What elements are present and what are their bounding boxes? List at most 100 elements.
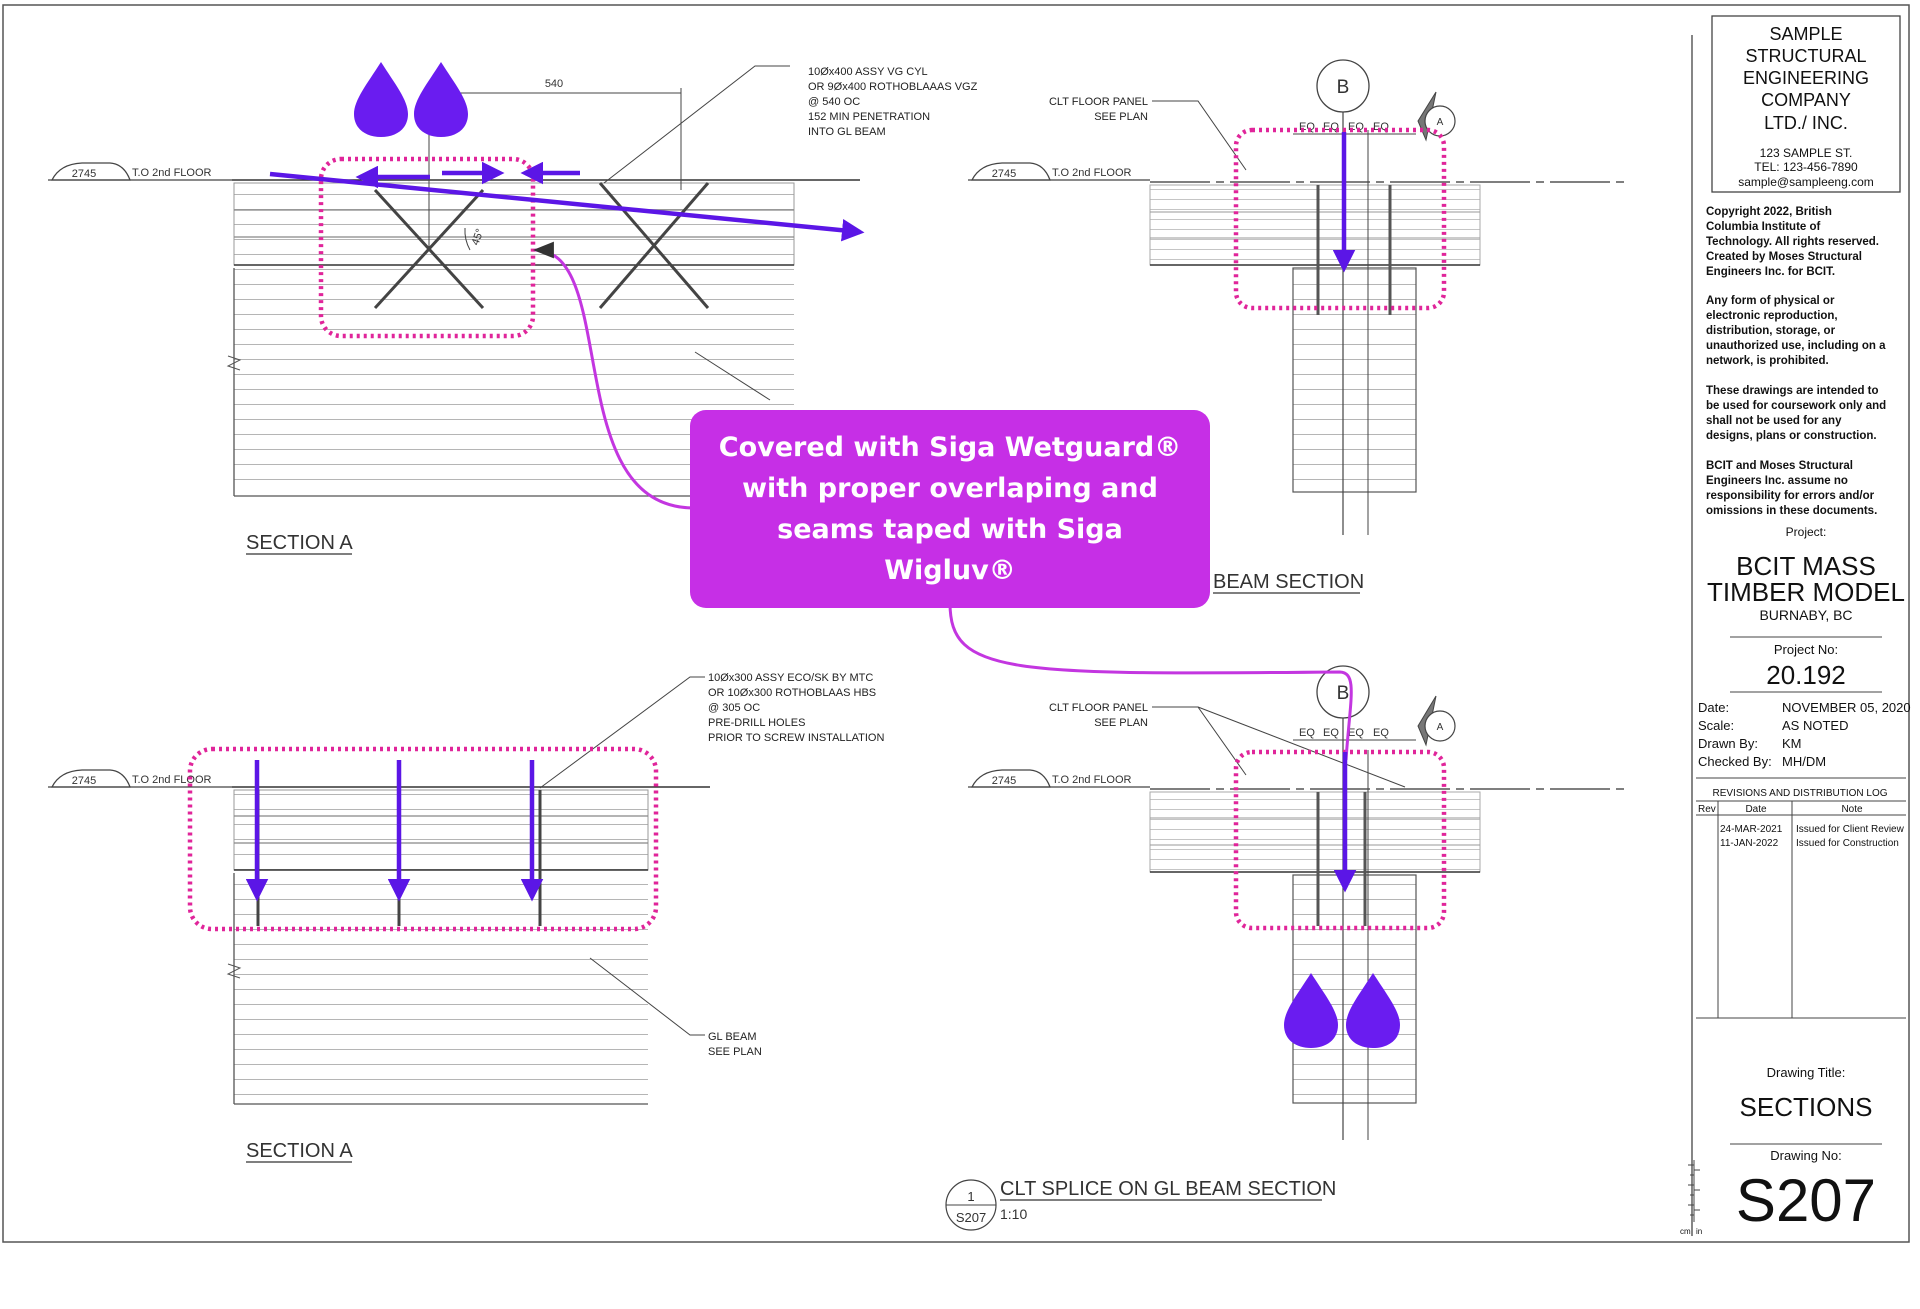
- water-drop-icon: [1346, 973, 1400, 1048]
- clt-note-bottom-2: SEE PLAN: [1094, 717, 1148, 729]
- note-bottom-left-2: OR 10Øx300 ROTHOBLAAS HBS: [708, 687, 876, 699]
- marker-a-top: A: [1437, 117, 1444, 128]
- reproduction-3: distribution, storage, or: [1706, 325, 1836, 337]
- address-line-2: TEL: 123-456-7890: [1754, 160, 1858, 174]
- sheet-border: [2, 4, 1910, 1243]
- meta-date-value: NOVEMBER 05, 2020: [1782, 700, 1911, 715]
- project-location: BURNABY, BC: [1759, 607, 1852, 623]
- eq-2: EQ: [1323, 121, 1339, 133]
- clt-note-bottom-1: CLT FLOOR PANEL: [1049, 702, 1148, 714]
- meta-drawn-label: Drawn By:: [1698, 736, 1758, 751]
- clt-note-top-2: SEE PLAN: [1094, 111, 1148, 123]
- company-line-1: SAMPLE: [1769, 24, 1842, 44]
- project-no: 20.192: [1766, 660, 1846, 690]
- level-label-tr: T.O 2nd FLOOR: [1052, 167, 1132, 179]
- section-bottom-right: 2745 T.O 2nd FLOOR B A EQ EQ EQ EQ CLT F…: [945, 665, 1630, 1231]
- note-top-left-2: OR 9Øx400 ROTHOBLAAAS VGZ: [808, 81, 978, 93]
- note-bottom-left-5: PRIOR TO SCREW INSTALLATION: [708, 732, 884, 744]
- level-value-tr: 2745: [992, 168, 1016, 180]
- note-bottom-left-3: @ 305 OC: [708, 702, 760, 714]
- project-label: Project:: [1786, 525, 1827, 539]
- gl-beam-note-1: GL BEAM: [708, 1031, 757, 1043]
- highlight-boxes: [187, 127, 1447, 932]
- rev-2-date: 11-JAN-2022: [1720, 838, 1779, 849]
- drawing-title: SECTIONS: [1740, 1092, 1873, 1122]
- eq-6: EQ: [1323, 727, 1339, 739]
- level-value: 2745: [72, 168, 96, 180]
- level-label-br: T.O 2nd FLOOR: [1052, 774, 1132, 786]
- level-value-br: 2745: [992, 775, 1016, 787]
- callout-text: Covered with Siga Wetguard® with proper …: [718, 432, 1182, 586]
- direction-arrows: [245, 132, 1357, 902]
- liability-4: omissions in these documents.: [1706, 505, 1877, 517]
- company-line-3: ENGINEERING: [1743, 68, 1869, 88]
- reproduction-4: unauthorized use, including on a: [1706, 340, 1886, 352]
- detail-number: 1: [967, 1189, 974, 1204]
- connector-curve-top: [532, 241, 695, 510]
- meta-scale-label: Scale:: [1698, 718, 1734, 733]
- coursework-3: shall not be used for any: [1706, 415, 1842, 427]
- water-drops: [354, 62, 1400, 1048]
- note-top-left-1: 10Øx400 ASSY VG CYL: [808, 66, 928, 78]
- liability-1: BCIT and Moses Structural: [1706, 460, 1853, 472]
- copyright-4: Created by Moses Structural: [1706, 251, 1862, 263]
- section-a-label-top: SECTION A: [246, 532, 353, 554]
- dimension-540: 540: [545, 78, 563, 90]
- section-top-left: 2745 T.O 2nd FLOOR 45° 540 10Øx400 ASSY …: [48, 65, 978, 555]
- title-block: SAMPLE STRUCTURAL ENGINEERING COMPANY LT…: [1680, 15, 1911, 1236]
- note-top-left-4: 152 MIN PENETRATION: [808, 111, 930, 123]
- meta-drawn-value: KM: [1782, 736, 1802, 751]
- eq-8: EQ: [1373, 727, 1389, 739]
- marker-a-bottom: A: [1437, 722, 1444, 733]
- copyright-3: Technology. All rights reserved.: [1706, 236, 1879, 248]
- drawing-no-label: Drawing No:: [1770, 1148, 1842, 1163]
- detail-sheet: S207: [956, 1210, 986, 1225]
- callout-box: Covered with Siga Wetguard® with proper …: [690, 410, 1210, 608]
- rev-header-note: Note: [1841, 804, 1863, 815]
- company-line-4: COMPANY: [1761, 90, 1851, 110]
- angle-label: 45°: [470, 227, 487, 247]
- coursework-4: designs, plans or construction.: [1706, 430, 1877, 442]
- meta-checked-label: Checked By:: [1698, 754, 1772, 769]
- gl-beam-note-2: SEE PLAN: [708, 1046, 762, 1058]
- address-line-3: sample@sampleeng.com: [1738, 175, 1874, 189]
- section-top-right: 2745 T.O 2nd FLOOR B A EQ EQ EQ EQ CLT F…: [968, 59, 1630, 594]
- section-title-main: CLT SPLICE ON GL BEAM SECTION: [1000, 1178, 1336, 1200]
- water-drop-icon: [354, 62, 408, 137]
- company-line-2: STRUCTURAL: [1745, 46, 1866, 66]
- rev-1-date: 24-MAR-2021: [1720, 824, 1783, 835]
- clt-note-top-1: CLT FLOOR PANEL: [1049, 96, 1148, 108]
- beam-section-label: BEAM SECTION: [1213, 571, 1364, 593]
- level-value-bl: 2745: [72, 775, 96, 787]
- copyright-5: Engineers Inc. for BCIT.: [1706, 266, 1835, 278]
- project-name-1: BCIT MASS: [1736, 551, 1876, 581]
- rev-1-note: Issued for Client Review: [1796, 824, 1905, 835]
- reproduction-1: Any form of physical or: [1706, 295, 1835, 307]
- section-a-label-bottom: SECTION A: [246, 1140, 353, 1162]
- liability-2: Engineers Inc. assume no: [1706, 475, 1848, 487]
- copyright-1: Copyright 2022, British: [1706, 206, 1832, 218]
- water-drop-icon: [1284, 973, 1338, 1048]
- project-no-label: Project No:: [1774, 642, 1838, 657]
- meta-scale-value: AS NOTED: [1782, 718, 1848, 733]
- reproduction-2: electronic reproduction,: [1706, 310, 1838, 322]
- grid-b-bottom: B: [1337, 683, 1350, 704]
- water-drop-icon: [414, 62, 468, 137]
- scale-unit-in: in: [1696, 1227, 1702, 1236]
- rev-header-date: Date: [1745, 804, 1767, 815]
- scale-unit-cm: cm: [1680, 1227, 1691, 1236]
- revisions-title: REVISIONS AND DISTRIBUTION LOG: [1712, 788, 1887, 799]
- rev-2-note: Issued for Construction: [1796, 838, 1899, 849]
- connector-curve-bottom: [948, 602, 1353, 761]
- meta-date-label: Date:: [1698, 700, 1729, 715]
- drawing-no: S207: [1736, 1167, 1876, 1234]
- highlight-box-bottom-left: [187, 746, 659, 932]
- level-label: T.O 2nd FLOOR: [132, 167, 212, 179]
- rev-header-rev: Rev: [1698, 804, 1716, 815]
- coursework-1: These drawings are intended to: [1706, 385, 1879, 397]
- project-name-2: TIMBER MODEL: [1707, 577, 1905, 607]
- reproduction-5: network, is prohibited.: [1706, 355, 1829, 367]
- note-bottom-left-4: PRE-DRILL HOLES: [708, 717, 805, 729]
- address-line-1: 123 SAMPLE ST.: [1760, 146, 1853, 160]
- level-label-bl: T.O 2nd FLOOR: [132, 774, 212, 786]
